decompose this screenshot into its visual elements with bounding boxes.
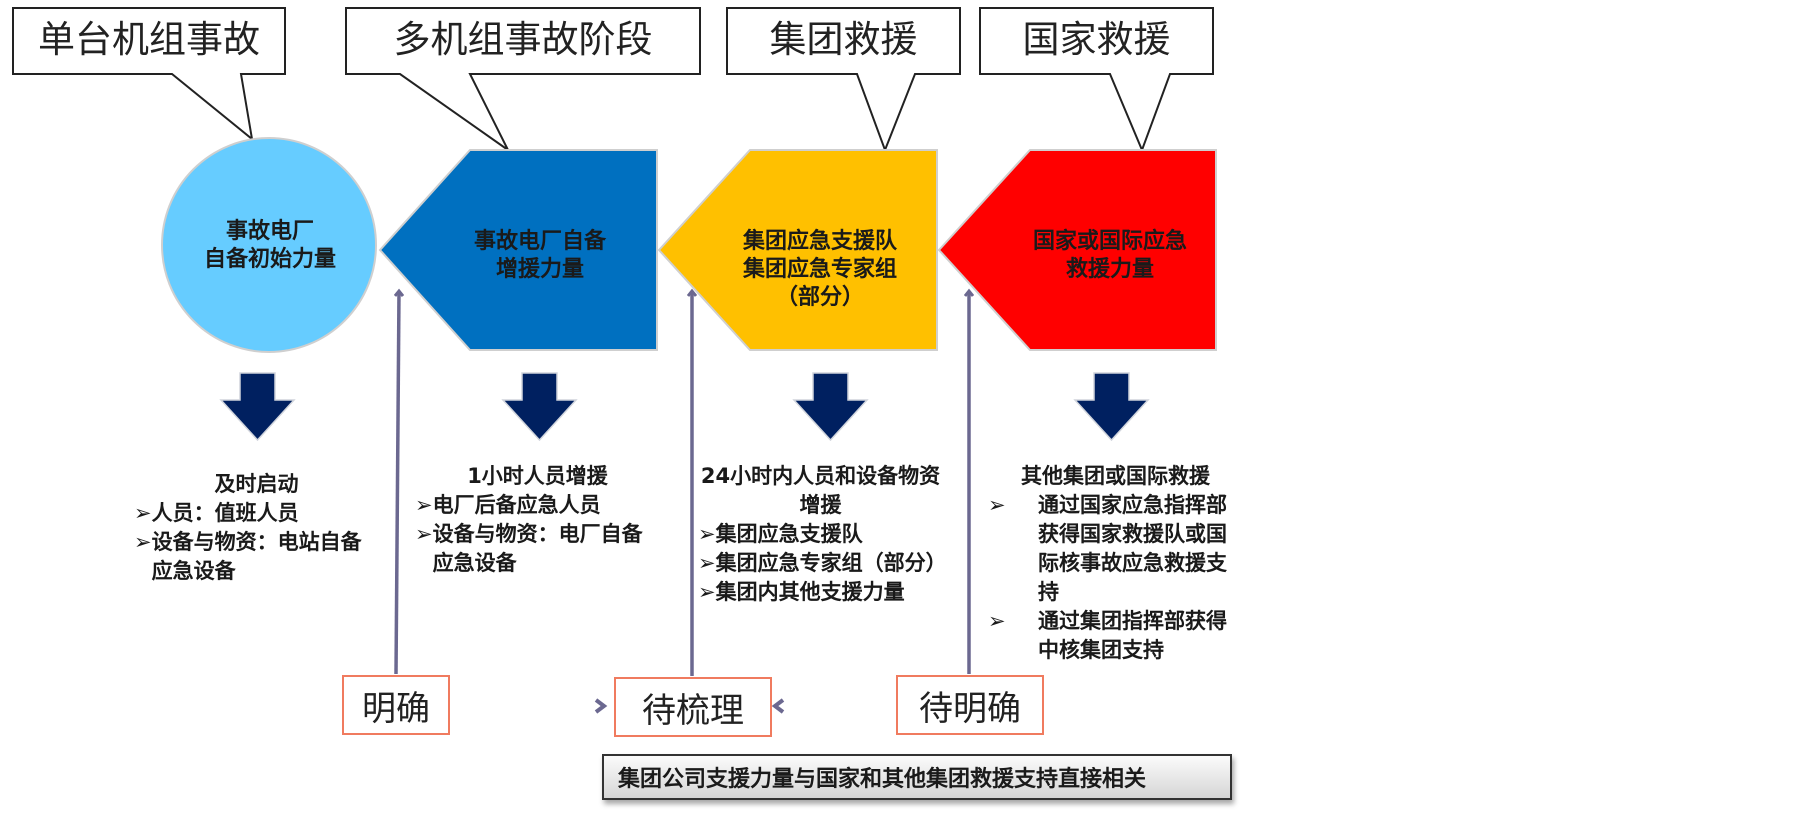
description-item: ➢人员：值班人员 bbox=[134, 499, 379, 528]
stage-shape-3 bbox=[657, 149, 938, 351]
stage-shape-4 bbox=[937, 149, 1217, 351]
stage-label-line: 救援力量 bbox=[1065, 257, 1154, 282]
dashed-arrowhead-icon bbox=[771, 698, 785, 714]
summary-note: 集团公司支援力量与国家和其他集团救援支持直接相关 bbox=[602, 754, 1232, 800]
callout-multi-unit bbox=[345, 7, 701, 151]
down-arrow-icon bbox=[219, 372, 296, 442]
stage-shape-2 bbox=[378, 149, 658, 351]
stage-description: 及时启动 ➢人员：值班人员 ➢设备与物资：电站自备应急设备 bbox=[134, 470, 379, 586]
stage-label-line: （部分） bbox=[775, 285, 864, 310]
connector-line bbox=[396, 292, 399, 675]
description-item-text: 通过国家应急指挥部获得国家救援队或国际核事故应急救援支持 bbox=[1038, 493, 1227, 604]
stage-description: 24小时内人员和设备物资增援 ➢集团应急支援队 ➢集团应急专家组（部分） ➢集团… bbox=[698, 462, 947, 607]
stage-label-line: 事故电厂 bbox=[225, 219, 314, 244]
bullet-icon: ➢ bbox=[988, 493, 1006, 517]
stage-description: 其他集团或国际救援 ➢通过国家应急指挥部获得国家救援队或国际核事故应急救援支持 … bbox=[988, 462, 1243, 665]
status-box-to-be-defined: 待明确 bbox=[896, 675, 1044, 735]
stage-label-line: 事故电厂自备 bbox=[473, 229, 606, 254]
bullet-icon: ➢ bbox=[698, 522, 716, 546]
description-item: ➢集团应急支援队 bbox=[698, 520, 943, 549]
stage-label-line: 国家或国际应急 bbox=[1032, 229, 1187, 254]
bullet-icon: ➢ bbox=[134, 501, 152, 525]
description-item-text: 人员：值班人员 bbox=[151, 501, 299, 525]
down-arrow-icon bbox=[501, 372, 578, 442]
description-item: ➢设备与物资：电站自备应急设备 bbox=[134, 528, 379, 586]
callout-group-rescue bbox=[726, 7, 961, 153]
stage-label: 事故电厂自备 增援力量 bbox=[440, 228, 640, 284]
callout-label: 单台机组事故 bbox=[38, 18, 260, 61]
description-item-text: 集团内其他支援力量 bbox=[715, 580, 905, 604]
description-item: ➢ 通过集团指挥部获得中核集团支持 bbox=[988, 607, 1243, 665]
dashed-arrowhead-icon bbox=[594, 698, 608, 714]
description-item: ➢集团应急专家组（部分） bbox=[698, 549, 947, 578]
description-title: 及时启动 bbox=[214, 472, 299, 496]
bullet-icon: ➢ bbox=[134, 530, 152, 554]
stage-label-line: 集团应急专家组 bbox=[742, 257, 897, 282]
stage-description: 1小时人员增援 ➢电厂后备应急人员 ➢设备与物资：电厂自备应急设备 bbox=[415, 462, 660, 578]
description-item-text: 集团应急支援队 bbox=[715, 522, 863, 546]
bullet-icon: ➢ bbox=[698, 580, 716, 604]
description-item: ➢集团内其他支援力量 bbox=[698, 578, 943, 607]
callout-label: 多机组事故阶段 bbox=[393, 18, 653, 61]
description-title: 24小时内人员和设备物资增援 bbox=[700, 464, 941, 517]
callout-single-unit bbox=[12, 7, 286, 142]
stage-label: 事故电厂 自备初始力量 bbox=[175, 218, 365, 274]
description-item-text: 设备与物资：电站自备应急设备 bbox=[151, 530, 362, 583]
description-item: ➢ 通过国家应急指挥部获得国家救援队或国际核事故应急救援支持 bbox=[988, 491, 1243, 607]
description-item: ➢设备与物资：电厂自备应急设备 bbox=[415, 520, 660, 578]
description-item-text: 电厂后备应急人员 bbox=[432, 493, 601, 517]
stage-label-line: 增援力量 bbox=[495, 257, 584, 282]
bullet-icon: ➢ bbox=[415, 493, 433, 517]
bullet-icon: ➢ bbox=[698, 551, 716, 575]
bullet-icon: ➢ bbox=[988, 609, 1006, 633]
stage-label: 集团应急支援队 集团应急专家组 （部分） bbox=[720, 228, 920, 312]
down-arrow-icon bbox=[792, 372, 869, 442]
description-title: 其他集团或国际救援 bbox=[1021, 464, 1210, 488]
description-item-text: 设备与物资：电厂自备应急设备 bbox=[432, 522, 643, 575]
description-item-text: 集团应急专家组（部分） bbox=[715, 551, 947, 575]
status-box-defined: 明确 bbox=[342, 675, 450, 735]
bullet-icon: ➢ bbox=[415, 522, 433, 546]
description-title: 1小时人员增援 bbox=[467, 464, 608, 488]
callout-label: 集团救援 bbox=[769, 18, 918, 61]
status-box-to-sort-out: 待梳理 bbox=[614, 677, 772, 737]
stage-shape-1 bbox=[161, 137, 377, 353]
description-item: ➢电厂后备应急人员 bbox=[415, 491, 660, 520]
down-arrow-icon bbox=[1073, 372, 1150, 442]
stage-label-line: 集团应急支援队 bbox=[742, 229, 897, 254]
stage-label: 国家或国际应急 救援力量 bbox=[1010, 228, 1210, 284]
stage-label-line: 自备初始力量 bbox=[203, 247, 336, 272]
callout-national-rescue bbox=[979, 7, 1214, 153]
description-item-text: 通过集团指挥部获得中核集团支持 bbox=[1038, 609, 1227, 662]
callout-label: 国家救援 bbox=[1022, 18, 1171, 61]
